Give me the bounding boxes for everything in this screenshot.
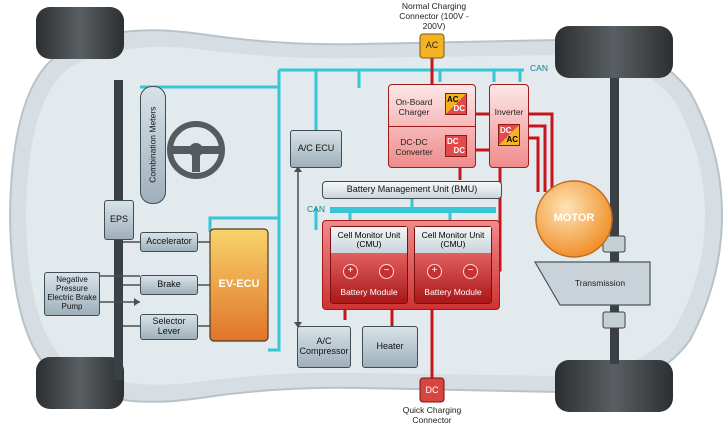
cmu-1-title: Cell Monitor Unit (CMU) [331, 227, 407, 253]
ac-connector-box [419, 33, 445, 59]
heater-box: Heater [362, 326, 418, 368]
transmission-label: Transmission [574, 278, 626, 288]
dc-connector-box [419, 377, 445, 403]
combination-meters-label: Combination Meters [147, 106, 158, 184]
brake-box: Brake [140, 275, 198, 295]
normal-charging-label: Normal Charging Connector (100V - 200V) [399, 1, 469, 31]
battery-module-1-label: Battery Module [340, 287, 398, 297]
ac-compressor-box: A/C Compressor [297, 326, 351, 368]
ac-ecu-box: A/C ECU [290, 130, 342, 168]
can-label-mid: CAN [307, 204, 325, 214]
rear-axle-joint-bottom [602, 311, 626, 329]
dcdc-converter-label: DC-DC Converter [395, 137, 433, 157]
ev-ecu-box [209, 228, 269, 342]
plus-terminal-icon: + [343, 264, 358, 279]
battery-module-2-label: Battery Module [424, 287, 482, 297]
brake-pump-box: Negative Pressure Electric Brake Pump [44, 272, 100, 316]
rear-axle [610, 78, 619, 364]
battery-module-1: Cell Monitor Unit (CMU) + − Battery Modu… [330, 226, 408, 304]
inverter-label: Inverter [494, 107, 524, 117]
car-body-inner [26, 46, 705, 385]
front-right-wheel [36, 357, 124, 409]
battery-module-2: Cell Monitor Unit (CMU) + − Battery Modu… [414, 226, 492, 304]
motor [535, 180, 613, 258]
minus-terminal-icon: − [463, 264, 478, 279]
can-bus-bar [330, 207, 496, 213]
charger-divider [388, 126, 476, 127]
plus-terminal-icon: + [427, 264, 442, 279]
rear-right-wheel [555, 360, 673, 412]
steering-wheel-icon [167, 121, 225, 179]
accelerator-box: Accelerator [140, 232, 198, 252]
ev-ecu-label: EV-ECU [218, 278, 260, 290]
cmu-2-title: Cell Monitor Unit (CMU) [415, 227, 491, 253]
motor-label: MOTOR [553, 212, 595, 224]
transmission-housing [533, 261, 651, 306]
rear-left-wheel [555, 26, 673, 78]
eps-box: EPS [104, 200, 134, 240]
minus-terminal-icon: − [379, 264, 394, 279]
onboard-charger-label: On-Board Charger [395, 97, 433, 117]
ac-connector-label: AC [425, 40, 439, 50]
dc-connector-label: DC [425, 385, 439, 395]
bmu-box: Battery Management Unit (BMU) [322, 181, 502, 199]
can-label-top: CAN [530, 63, 548, 73]
front-left-wheel [36, 7, 124, 59]
quick-charging-label: Quick Charging Connector [402, 405, 462, 425]
combination-meters-box: Combination Meters [140, 86, 166, 204]
selector-lever-box: Selector Lever [140, 314, 198, 340]
